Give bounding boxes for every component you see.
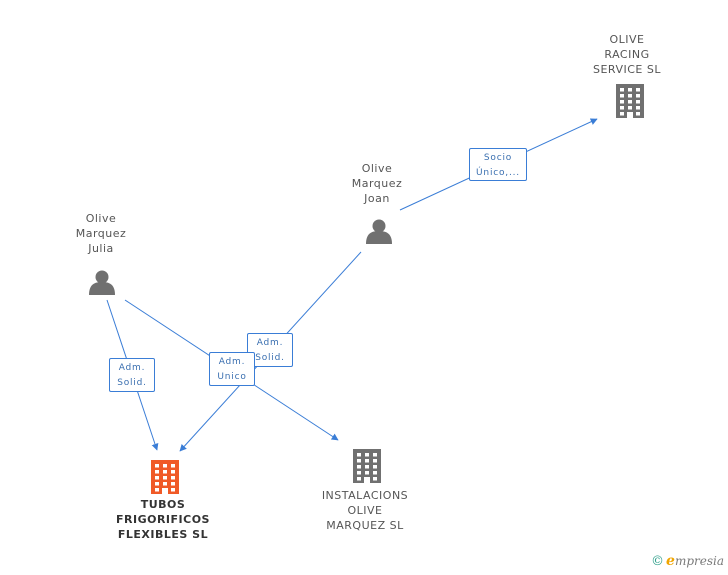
empresia-logo: ©empresia xyxy=(651,553,724,569)
edge-label-joan-tubos[interactable]: Adm. Solid. xyxy=(247,333,293,367)
node-label-julia[interactable]: Olive Marquez Julia xyxy=(75,212,127,255)
building-icon[interactable] xyxy=(151,460,179,494)
copyright-icon: © xyxy=(651,554,665,569)
node-label-instalaciones[interactable]: INSTALACIONS OLIVE MARQUEZ SL xyxy=(321,489,409,532)
node-label-tubos[interactable]: TUBOS FRIGORIFICOS FLEXIBLES SL xyxy=(116,498,210,541)
edge-label-julia-tubos[interactable]: Adm. Solid. xyxy=(109,358,155,392)
edge-label-joan-olive_racing[interactable]: Socio Único,... xyxy=(469,148,527,181)
building-icon[interactable] xyxy=(616,84,644,118)
node-label-joan[interactable]: Olive Marquez Joan xyxy=(351,162,403,205)
node-label-olive_racing[interactable]: OLIVE RACING SERVICE SL xyxy=(593,33,661,76)
edge-label-julia-instalaciones[interactable]: Adm. Unico xyxy=(209,352,255,386)
building-icon[interactable] xyxy=(353,449,381,483)
person-icon[interactable] xyxy=(89,270,115,296)
person-icon[interactable] xyxy=(366,219,392,245)
